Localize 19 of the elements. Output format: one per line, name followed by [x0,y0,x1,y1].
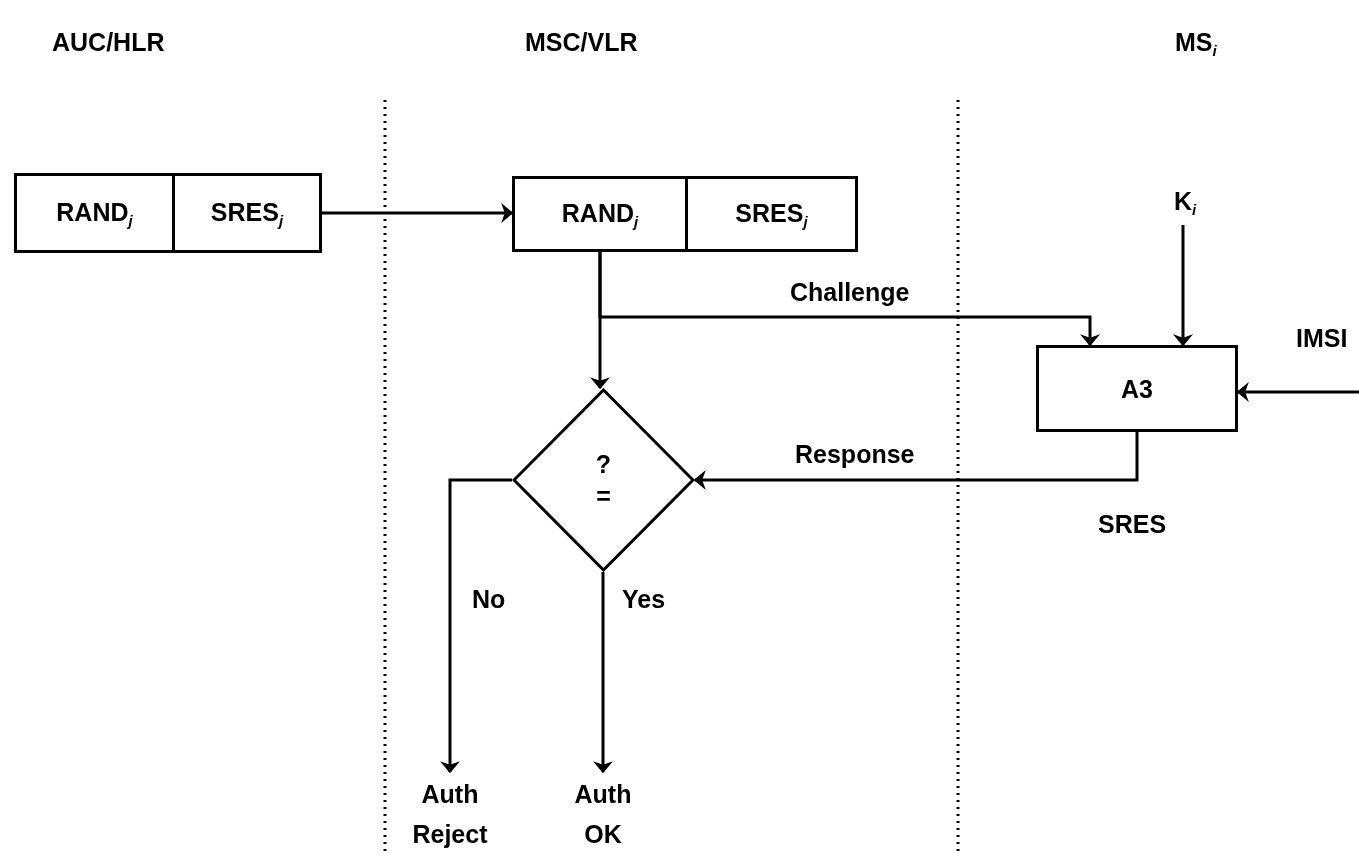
column-heading: AUC/HLR [52,28,165,57]
column-heading: MS$_{i}$ [1175,28,1217,59]
node-text: Auth Reject [405,772,495,856]
node-text: K$_{i}$ [1160,185,1210,225]
decision-symbol: = [596,481,611,512]
column-heading: MSC/VLR [525,28,638,57]
process-box [1036,345,1238,432]
signal-label: IMSI [1296,324,1348,353]
decision-symbol: ? [595,449,612,480]
box-label: A3 [1121,373,1153,405]
field-label: RAND$_{j}$ [56,197,133,229]
field-label: SRES$_{j}$ [210,197,284,229]
field-label: SRES$_{j}$ [735,198,808,230]
node-text: Auth OK [558,772,648,856]
signal-label: SRES [1098,510,1167,539]
table-box [512,176,858,252]
field-label: RAND$_{j}$ [561,198,639,230]
table-box [14,173,322,253]
decision-diamond [512,388,695,572]
